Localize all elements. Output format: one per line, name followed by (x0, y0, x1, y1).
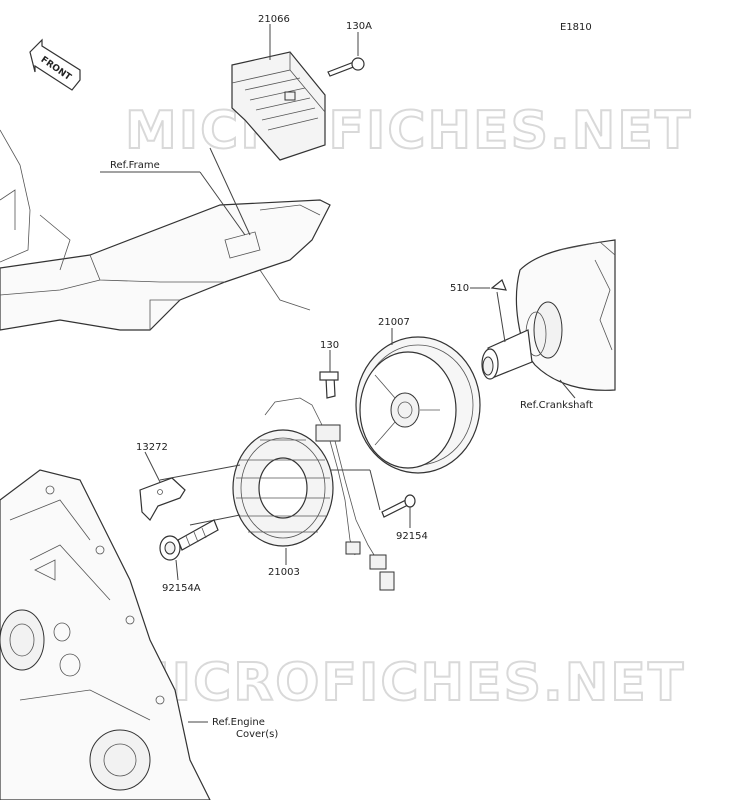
ref-crankshaft-label: Ref.Crankshaft (520, 400, 593, 411)
bolt-130a-part (327, 57, 365, 77)
watermark-bottom: MICROFICHES.NET (118, 653, 685, 713)
label-92154a: 92154A (162, 583, 201, 594)
plate-13272-part (139, 477, 186, 521)
stator-part (232, 429, 334, 547)
key-510-part (490, 279, 507, 291)
bolt-92154a-part (159, 519, 219, 561)
ref-frame-label: Ref.Frame (110, 160, 160, 171)
engine-cover-drawing (0, 469, 211, 800)
diagram-code: E1810 (560, 22, 592, 33)
wiring-harness (264, 397, 395, 591)
label-13272: 13272 (136, 442, 168, 453)
ref-engine-cover-label-2: Cover(s) (236, 729, 278, 740)
front-arrow-icon: FRONT (29, 38, 81, 91)
label-21003: 21003 (268, 567, 300, 578)
frame-drawing (0, 129, 331, 331)
ref-engine-cover-label-1: Ref.Engine (212, 717, 265, 728)
bolt-92154-part (381, 494, 416, 518)
label-510: 510 (450, 283, 469, 294)
bolt-130-part (319, 371, 339, 399)
label-21007: 21007 (378, 317, 410, 328)
label-130a: 130A (346, 21, 372, 32)
rotor-part (355, 336, 481, 474)
regulator-part (231, 51, 326, 161)
crankshaft-drawing (481, 239, 616, 391)
label-130: 130 (320, 340, 339, 351)
watermark-top: MICROFICHES.NET (125, 101, 692, 161)
label-92154: 92154 (396, 531, 428, 542)
label-21066: 21066 (258, 14, 290, 25)
